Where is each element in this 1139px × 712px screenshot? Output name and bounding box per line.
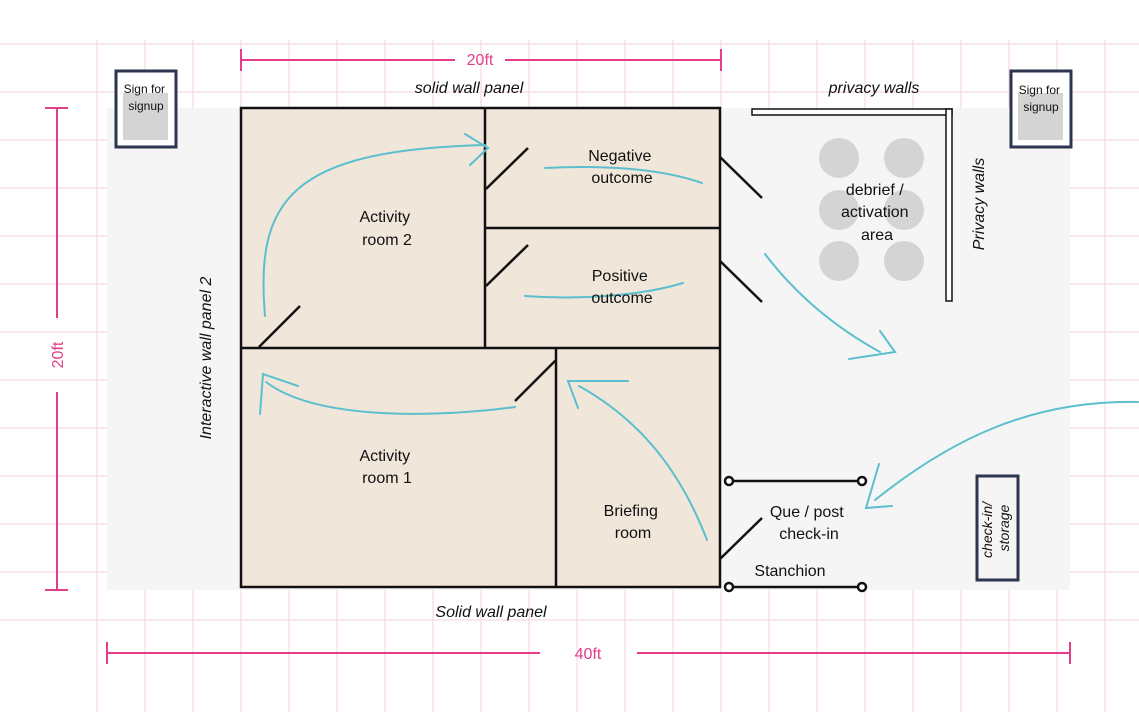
positive-outcome-label: Positive outcome [591,268,652,307]
briefing-room-label: Briefing room [604,503,663,542]
dimension-bottom [106,642,1071,664]
activity-room-2-label: Activity room 2 [359,209,414,249]
stanchions [723,475,868,593]
queue-label: Que / post check-in [770,504,848,543]
flow-arrows [259,133,1139,541]
privacy-walls [751,108,953,302]
sign-right [1009,69,1073,149]
doors [258,147,763,560]
dimension-left [45,107,68,591]
left-wall-label: Interactive wall panel 2 [198,277,215,440]
sign-right-label: Sign for signup [1019,83,1064,114]
checkin-storage-box [975,474,1020,582]
dimension-bottom-label: 40ft [575,646,602,663]
room-walls [239,106,722,589]
stanchion-label: Stanchion [754,563,825,580]
bottom-wall-label: Solid wall panel [435,604,547,621]
sign-left [114,69,178,149]
debrief-area-label: debrief / activation area [841,182,913,244]
sign-left-label: Sign for signup [124,82,169,113]
dimension-left-label: 20ft [50,341,67,368]
activity-room-1-label: Activity room 1 [359,448,414,487]
privacy-walls-top-label: privacy walls [828,80,920,97]
dimension-top [240,49,722,71]
dimension-top-label: 20ft [467,52,494,69]
top-wall-label: solid wall panel [415,80,524,97]
negative-outcome-label: Negative outcome [588,148,656,187]
privacy-walls-right-label: Privacy walls [971,158,988,250]
checkin-storage-label: check-in/ storage [979,498,1012,558]
debrief-seats [819,138,924,281]
